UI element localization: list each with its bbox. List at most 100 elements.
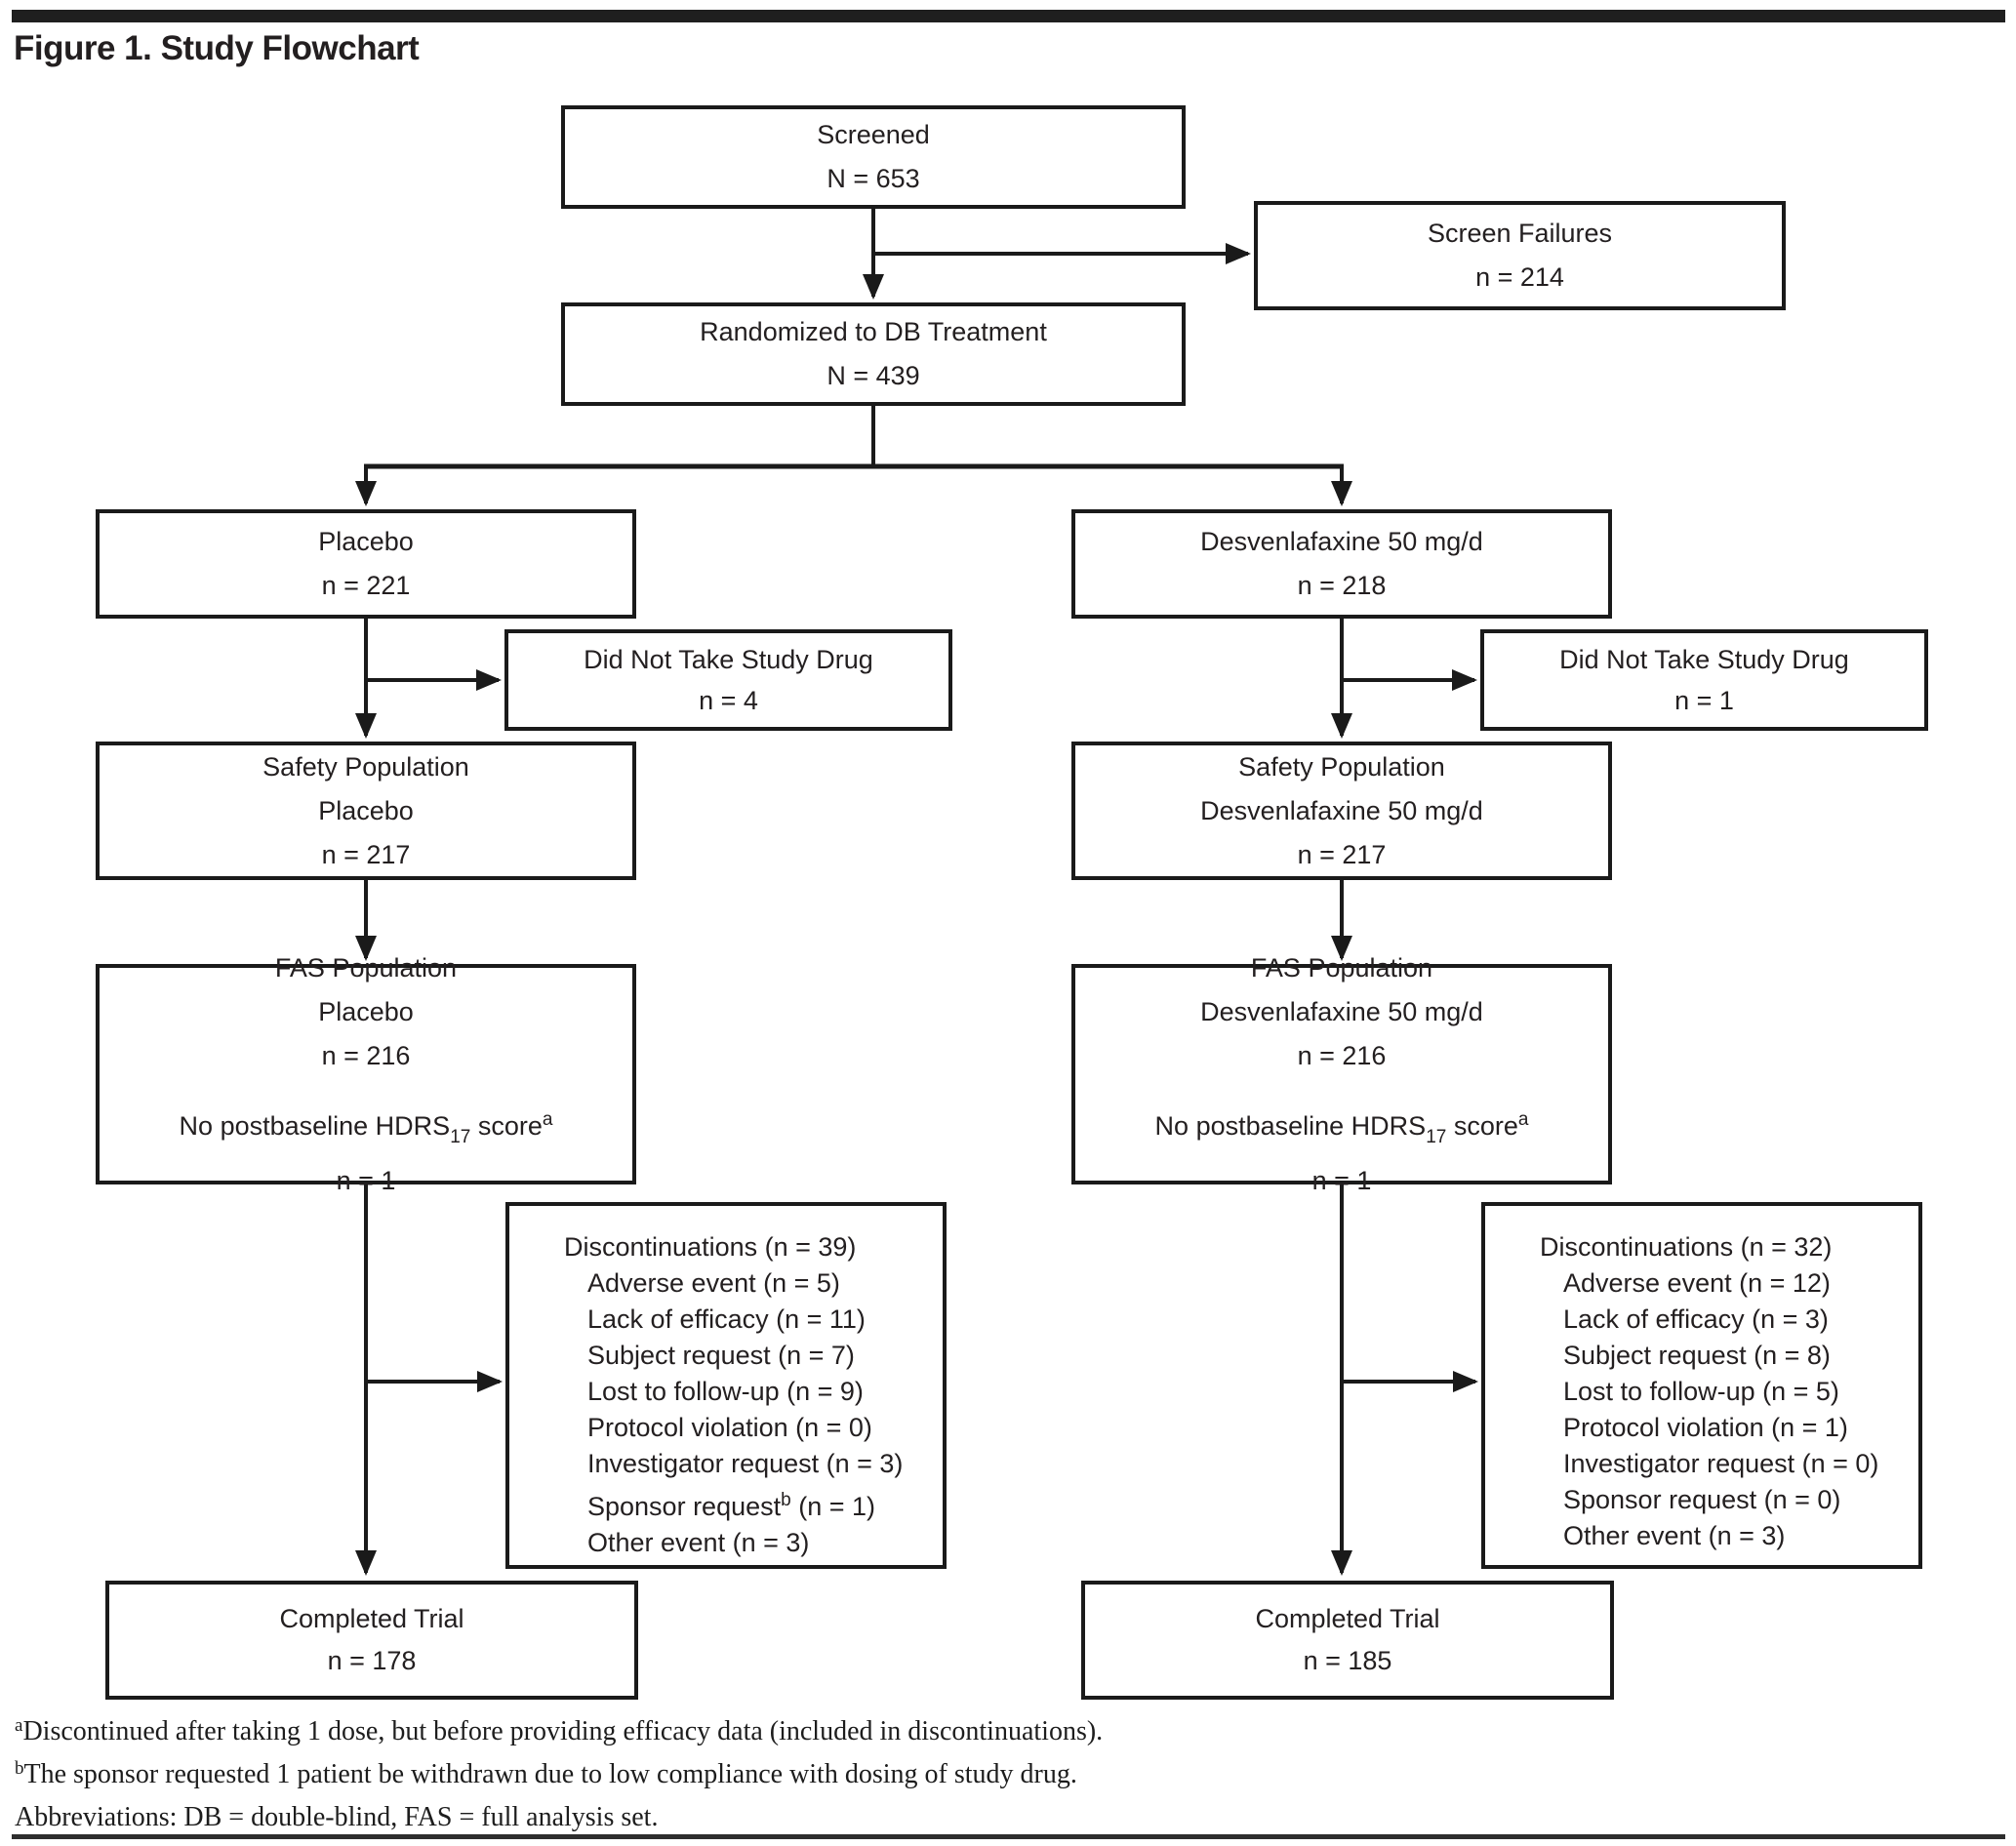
item-text: Lost to follow-up (n = 9) bbox=[587, 1377, 864, 1406]
screened-box: Screened N = 653 bbox=[561, 105, 1186, 209]
safety-right-arm: Desvenlafaxine 50 mg/d bbox=[1200, 795, 1483, 825]
placebo-arm-label: Placebo bbox=[318, 527, 414, 556]
completed-left-count: n = 178 bbox=[327, 1646, 417, 1675]
randomized-count: N = 439 bbox=[827, 361, 920, 390]
fas-right-count: n = 216 bbox=[1297, 1040, 1387, 1070]
safety-population-left-box: Safety Population Placebo n = 217 bbox=[96, 742, 636, 880]
bottom-rule bbox=[12, 1834, 2005, 1839]
item-text: Lost to follow-up (n = 5) bbox=[1563, 1377, 1839, 1406]
fas-right-note-mid: score bbox=[1446, 1110, 1518, 1141]
discontinuation-item: Investigator request (n = 0) bbox=[1563, 1446, 1878, 1482]
randomized-box: Randomized to DB Treatment N = 439 bbox=[561, 302, 1186, 406]
did-not-take-study-drug-right-box: Did Not Take Study Drug n = 1 bbox=[1480, 629, 1928, 731]
discontinuation-item: Lack of efficacy (n = 11) bbox=[587, 1302, 866, 1338]
discontinuation-item: Investigator request (n = 3) bbox=[587, 1446, 903, 1482]
safety-left-label: Safety Population bbox=[262, 751, 469, 782]
item-text: Adverse event (n = 12) bbox=[1563, 1268, 1831, 1298]
footnotes: aDiscontinued after taking 1 dose, but b… bbox=[15, 1707, 1400, 1836]
item-text: Lack of efficacy (n = 3) bbox=[1563, 1304, 1829, 1334]
footnote-b: bThe sponsor requested 1 patient be with… bbox=[15, 1750, 1400, 1793]
safety-population-right-box: Safety Population Desvenlafaxine 50 mg/d… bbox=[1071, 742, 1612, 880]
item-text: Investigator request (n = 0) bbox=[1563, 1449, 1879, 1478]
discontinuation-item: Subject request (n = 7) bbox=[587, 1338, 855, 1374]
screen-failures-count: n = 214 bbox=[1475, 262, 1564, 292]
did-not-take-left-count: n = 4 bbox=[699, 686, 758, 715]
did-not-take-study-drug-left-box: Did Not Take Study Drug n = 4 bbox=[504, 629, 952, 731]
safety-right-label: Safety Population bbox=[1238, 751, 1445, 782]
discontinuation-item: Protocol violation (n = 1) bbox=[1563, 1410, 1848, 1446]
item-text: Other event (n = 3) bbox=[587, 1528, 810, 1557]
discontinuation-item: Sponsor requestb (n = 1) bbox=[587, 1482, 875, 1525]
completed-trial-left-box: Completed Trial n = 178 bbox=[105, 1581, 638, 1700]
item-text: Subject request (n = 8) bbox=[1563, 1341, 1831, 1370]
screened-label: Screened bbox=[817, 120, 930, 149]
hdrs-subscript: 17 bbox=[1426, 1126, 1447, 1147]
discontinuation-item: Lost to follow-up (n = 9) bbox=[587, 1374, 864, 1410]
discontinuation-item: Subject request (n = 8) bbox=[1563, 1338, 1831, 1374]
completed-right-count: n = 185 bbox=[1303, 1646, 1392, 1675]
item-text: Protocol violation (n = 1) bbox=[1563, 1413, 1848, 1442]
fas-right-arm: Desvenlafaxine 50 mg/d bbox=[1200, 996, 1483, 1026]
discontinuation-item: Protocol violation (n = 0) bbox=[587, 1410, 872, 1446]
fas-left-note-count: n = 1 bbox=[336, 1165, 396, 1195]
footnote-b-marker: b bbox=[15, 1758, 24, 1779]
item-text: Adverse event (n = 5) bbox=[587, 1268, 840, 1298]
screen-failures-box: Screen Failures n = 214 bbox=[1254, 201, 1786, 310]
discontinuations-right-box: Discontinuations (n = 32) Adverse event … bbox=[1481, 1202, 1922, 1569]
fas-right-note-pre: No postbaseline HDRS bbox=[1154, 1110, 1427, 1141]
footnote-b-marker: b bbox=[781, 1490, 791, 1510]
footnote-a-text: Discontinued after taking 1 dose, but be… bbox=[22, 1716, 1104, 1746]
discontinuation-item: Adverse event (n = 12) bbox=[1563, 1265, 1831, 1302]
fas-right-note: No postbaseline HDRS17 scorea bbox=[1155, 1098, 1529, 1159]
footnote-b-text: The sponsor requested 1 patient be withd… bbox=[23, 1759, 1077, 1789]
footnote-a-marker: a bbox=[542, 1108, 553, 1130]
item-text: Lack of efficacy (n = 11) bbox=[587, 1304, 866, 1334]
top-rule bbox=[12, 10, 2005, 22]
screen-failures-label: Screen Failures bbox=[1427, 219, 1613, 248]
item-text: (n = 1) bbox=[790, 1492, 875, 1521]
discontinuations-left-title: Discontinuations (n = 39) bbox=[564, 1232, 857, 1262]
did-not-take-left-label: Did Not Take Study Drug bbox=[584, 645, 873, 674]
placebo-arm-count: n = 221 bbox=[321, 571, 411, 600]
discontinuation-item: Other event (n = 3) bbox=[1563, 1518, 1785, 1554]
footnote-abbreviations-text: Abbreviations: DB = double-blind, FAS = … bbox=[15, 1802, 659, 1832]
figure-title: Figure 1. Study Flowchart bbox=[14, 29, 420, 67]
footnote-a-marker: a bbox=[15, 1715, 23, 1736]
desvenlafaxine-arm-label: Desvenlafaxine 50 mg/d bbox=[1200, 527, 1483, 556]
did-not-take-right-label: Did Not Take Study Drug bbox=[1559, 645, 1849, 674]
discontinuation-item: Lost to follow-up (n = 5) bbox=[1563, 1374, 1839, 1410]
discontinuations-left-box: Discontinuations (n = 39) Adverse event … bbox=[505, 1202, 947, 1569]
fas-left-note: No postbaseline HDRS17 scorea bbox=[180, 1098, 553, 1159]
completed-left-label: Completed Trial bbox=[279, 1604, 464, 1633]
discontinuation-item: Adverse event (n = 5) bbox=[587, 1265, 840, 1302]
placebo-arm-box: Placebo n = 221 bbox=[96, 509, 636, 619]
item-text: Other event (n = 3) bbox=[1563, 1521, 1786, 1550]
discontinuation-item: Other event (n = 3) bbox=[587, 1525, 809, 1561]
footnote-abbreviations: Abbreviations: DB = double-blind, FAS = … bbox=[15, 1793, 1400, 1836]
fas-population-left-box: FAS Population Placebo n = 216 No postba… bbox=[96, 953, 636, 1195]
fas-left-note-pre: No postbaseline HDRS bbox=[179, 1110, 451, 1141]
fas-left-arm: Placebo bbox=[318, 996, 414, 1026]
desvenlafaxine-arm-box: Desvenlafaxine 50 mg/d n = 218 bbox=[1071, 509, 1612, 619]
fas-left-count: n = 216 bbox=[321, 1040, 411, 1070]
fas-right-label: FAS Population bbox=[1250, 952, 1433, 983]
footnote-a-marker: a bbox=[1517, 1108, 1529, 1130]
discontinuation-item: Sponsor request (n = 0) bbox=[1563, 1482, 1840, 1518]
item-text: Protocol violation (n = 0) bbox=[587, 1413, 872, 1442]
item-text: Sponsor request (n = 0) bbox=[1563, 1485, 1841, 1514]
footnote-a: aDiscontinued after taking 1 dose, but b… bbox=[15, 1707, 1400, 1750]
safety-left-count: n = 217 bbox=[321, 839, 411, 869]
did-not-take-right-count: n = 1 bbox=[1674, 686, 1734, 715]
item-text: Sponsor request bbox=[587, 1492, 782, 1521]
safety-right-count: n = 217 bbox=[1297, 839, 1387, 869]
safety-left-arm: Placebo bbox=[318, 795, 414, 825]
discontinuation-item: Lack of efficacy (n = 3) bbox=[1563, 1302, 1829, 1338]
randomized-label: Randomized to DB Treatment bbox=[700, 317, 1047, 346]
item-text: Subject request (n = 7) bbox=[587, 1341, 855, 1370]
completed-right-label: Completed Trial bbox=[1255, 1604, 1440, 1633]
screened-count: N = 653 bbox=[827, 164, 920, 193]
completed-trial-right-box: Completed Trial n = 185 bbox=[1081, 1581, 1614, 1700]
fas-right-note-count: n = 1 bbox=[1311, 1165, 1372, 1195]
item-text: Investigator request (n = 3) bbox=[587, 1449, 904, 1478]
